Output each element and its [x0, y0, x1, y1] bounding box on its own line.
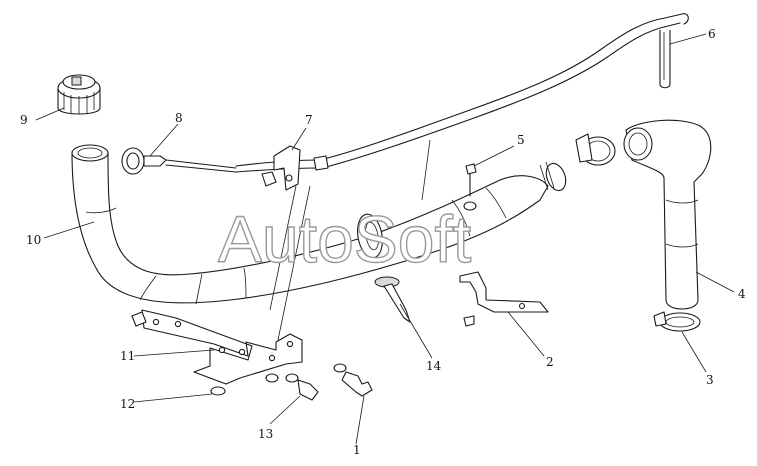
callout-5: 5 — [517, 133, 525, 147]
filler-cap — [57, 74, 101, 115]
callout-10: 10 — [26, 233, 41, 247]
hose-clamp-lower — [653, 311, 701, 332]
callout-4: 4 — [738, 287, 746, 301]
callout-1: 1 — [353, 443, 361, 457]
callout-8: 8 — [175, 111, 183, 125]
callout-13: 13 — [258, 427, 273, 441]
callout-12: 12 — [120, 397, 135, 411]
hose-clamp-upper — [575, 133, 616, 166]
callout-3: 3 — [706, 373, 714, 387]
callout-6: 6 — [708, 27, 716, 41]
grommet-pin — [374, 276, 411, 323]
callout-labels: 1 2 3 4 5 6 7 8 9 10 11 12 13 14 — [20, 27, 746, 457]
rubber-hose — [623, 119, 712, 310]
dipstick-handle — [121, 147, 237, 175]
support-bracket — [459, 271, 549, 313]
leader-lines — [35, 33, 735, 445]
callout-7: 7 — [305, 113, 313, 127]
filler-pipe — [71, 144, 567, 305]
bolt-13 — [285, 373, 319, 401]
breather-tube — [235, 13, 689, 173]
callout-2: 2 — [546, 355, 554, 369]
callout-14: 14 — [426, 359, 442, 373]
watermark: AutoSoft — [218, 202, 471, 276]
tube-clip — [261, 145, 329, 191]
washer-12 — [210, 373, 279, 396]
callout-9: 9 — [20, 113, 28, 127]
pipe-bracket — [131, 309, 303, 385]
callout-11: 11 — [120, 349, 135, 363]
bolt-5 — [463, 163, 477, 327]
bolt-1 — [333, 363, 373, 397]
